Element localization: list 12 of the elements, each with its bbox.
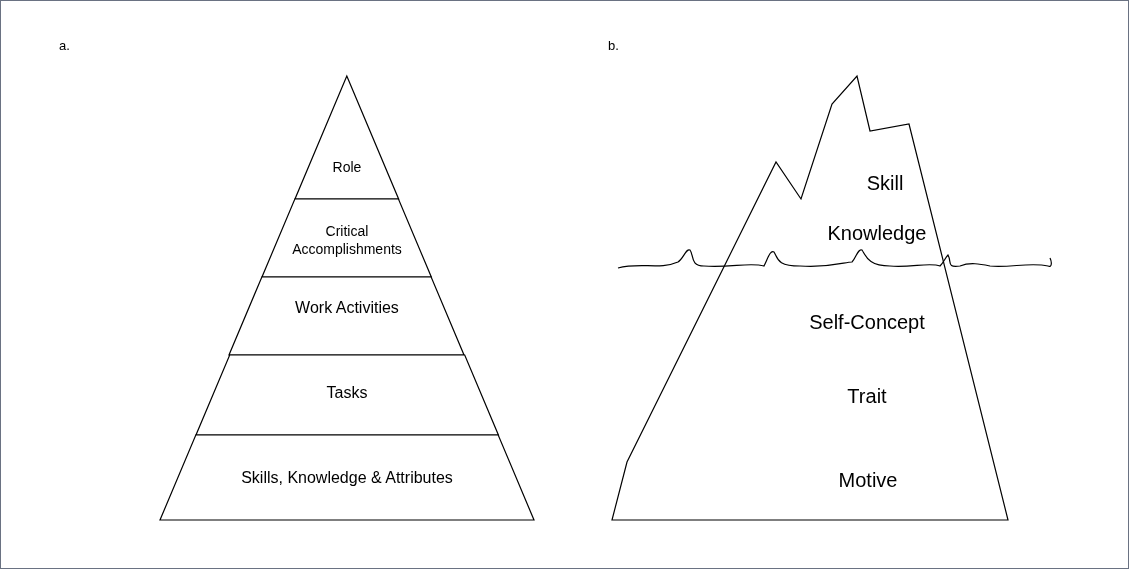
panel-label: b. <box>608 37 619 55</box>
iceberg-label: Self-Concept <box>809 310 925 335</box>
tier-label: Tasks <box>325 383 369 403</box>
iceberg-label: Motive <box>838 468 898 493</box>
iceberg-label: Knowledge <box>827 221 927 246</box>
iceberg-label: Trait <box>847 384 887 409</box>
panel-label: a. <box>59 37 70 55</box>
tier-label: Skills, Knowledge & Attributes <box>240 468 454 488</box>
tier-label: Role <box>331 159 363 177</box>
tier-label: Work Activities <box>294 298 400 318</box>
tier-label: Critical Accomplishments <box>291 222 403 258</box>
iceberg-label: Skill <box>866 171 904 196</box>
